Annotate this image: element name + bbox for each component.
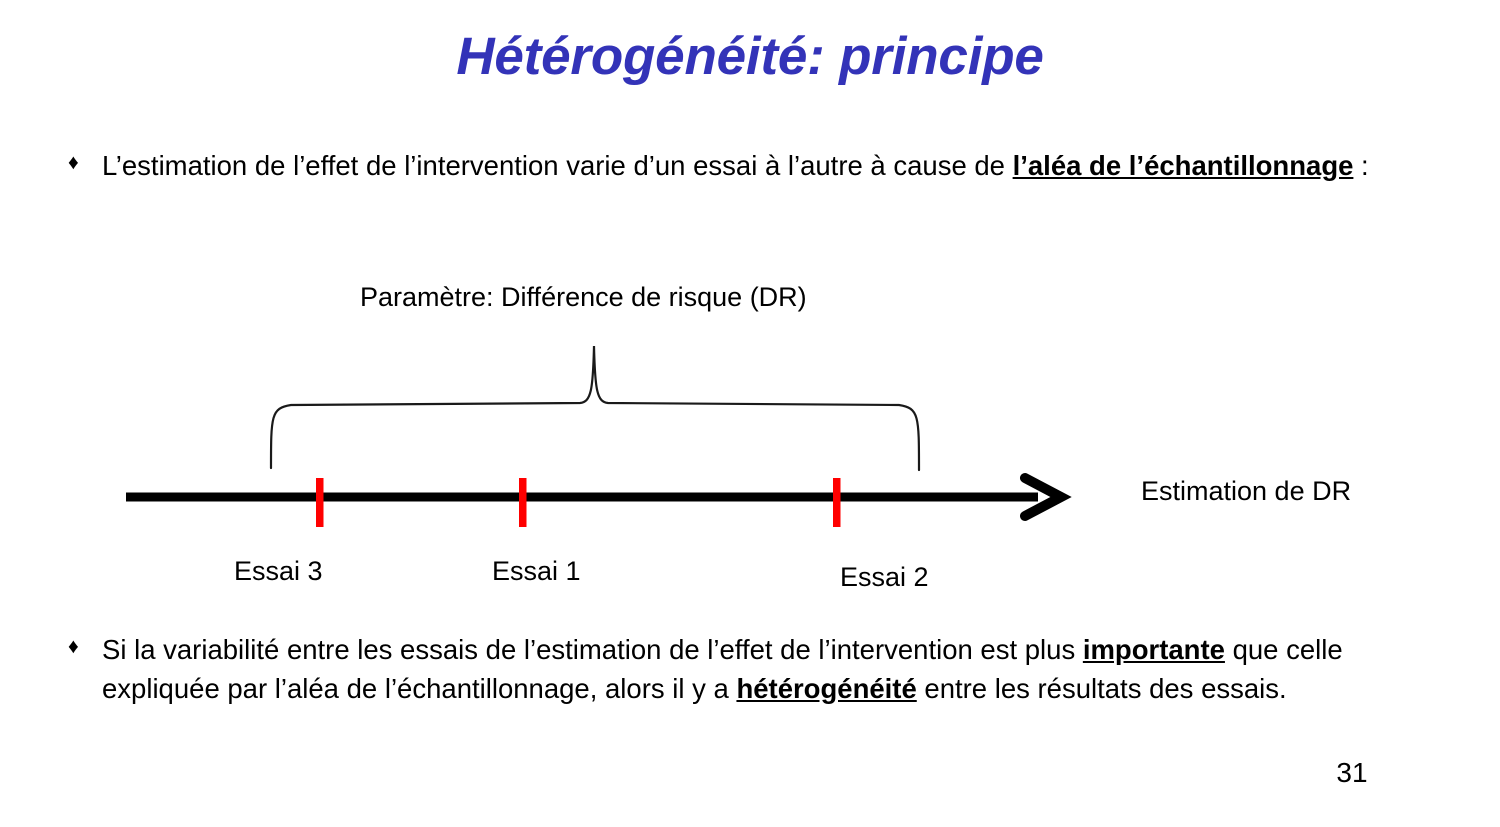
bullet-1-segment-1: L’estimation de l’effet de l’interventio… <box>102 150 1013 181</box>
tick-label-essai-1: Essai 1 <box>492 556 581 586</box>
estimate-axis <box>126 473 1072 527</box>
bullet-item-1: ♦ L’estimation de l’effet de l’intervent… <box>58 146 1418 185</box>
tick-label-essai-3: Essai 3 <box>234 556 323 586</box>
bullet-diamond-icon: ♦ <box>68 635 79 658</box>
bullet-1-emphasis-1: l’aléa de l’échantillonnage <box>1012 150 1354 181</box>
tick-mark-essai-3 <box>316 478 324 527</box>
page-number: 31 <box>1336 757 1368 788</box>
bullet-item-2: ♦ Si la variabilité entre les essais de … <box>58 630 1458 708</box>
curly-brace-icon <box>269 345 921 472</box>
bullet-2-emphasis-2: hétérogénéité <box>736 673 917 704</box>
bullet-2-segment-2: que celle expliquée par l’aléa de l’écha… <box>102 634 1343 704</box>
axis-caption: Estimation de DR <box>1141 476 1352 506</box>
page-title: Hétérogénéité: principe <box>456 27 1044 86</box>
parameter-label: Paramètre: Différence de risque (DR) <box>360 282 807 312</box>
tick-mark-essai-1 <box>519 478 527 527</box>
bullet-2-segment-1: Si la variabilité entre les essais de l’… <box>102 634 1083 665</box>
tick-mark-essai-2 <box>833 478 841 527</box>
bullet-2-emphasis-1: importante <box>1082 634 1225 665</box>
bullet-item-2-text: Si la variabilité entre les essais de l’… <box>102 630 1442 708</box>
bullet-2-segment-3: entre les résultats des essais. <box>916 673 1287 704</box>
bullet-diamond-icon: ♦ <box>68 151 79 174</box>
axis-arrowhead-icon <box>1020 473 1072 521</box>
bullet-item-1-text: L’estimation de l’effet de l’interventio… <box>102 146 1370 185</box>
bullet-1-segment-2: : <box>1353 150 1369 181</box>
tick-label-essai-2: Essai 2 <box>840 562 929 592</box>
